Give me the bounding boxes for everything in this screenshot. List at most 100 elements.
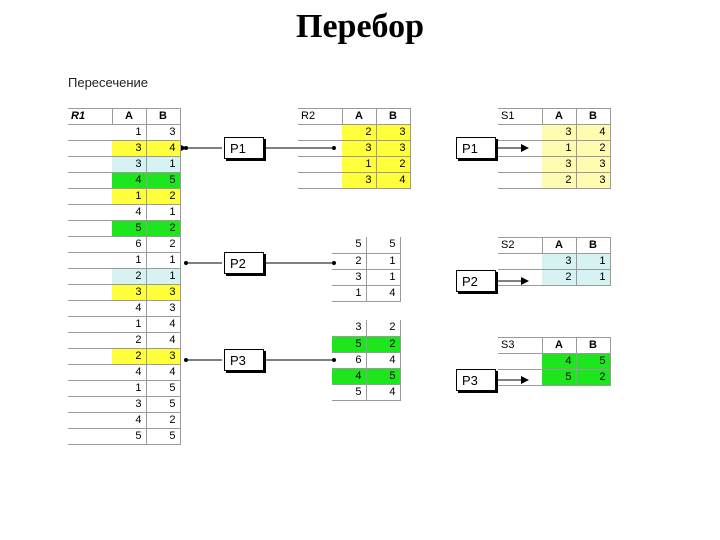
column-header-a: A	[542, 337, 577, 354]
row-spacer-cell	[498, 369, 542, 386]
cell-b: 2	[146, 236, 181, 253]
row-spacer-cell	[298, 172, 342, 189]
cell-a: 3	[112, 156, 147, 173]
row-spacer-cell	[68, 124, 112, 141]
result-p3-box: P3	[456, 369, 496, 391]
cell-b: 5	[576, 353, 611, 370]
cell-b: 5	[146, 396, 181, 413]
row-spacer-cell	[68, 364, 112, 381]
cell-a: 3	[342, 140, 377, 157]
cell-b: 5	[366, 368, 401, 385]
cell-a: 4	[112, 204, 147, 221]
row-spacer-cell	[298, 124, 342, 141]
cell-a: 3	[332, 320, 367, 337]
cell-b: 3	[576, 172, 611, 189]
result-p3-label: P3	[462, 373, 478, 388]
column-header-b: B	[576, 108, 611, 125]
cell-a: 3	[542, 156, 577, 173]
row-spacer-cell	[68, 252, 112, 269]
cell-a: 3	[112, 140, 147, 157]
cell-b: 4	[366, 352, 401, 369]
cell-a: 5	[112, 220, 147, 237]
cell-b: 2	[576, 369, 611, 386]
cell-a: 5	[332, 384, 367, 401]
cell-a: 3	[112, 396, 147, 413]
cell-a: 2	[332, 253, 367, 270]
column-header-a: A	[342, 108, 377, 125]
slide-title: Перебор	[296, 8, 424, 45]
column-header-a: A	[542, 108, 577, 125]
cell-b: 1	[146, 268, 181, 285]
cell-a: 4	[332, 368, 367, 385]
row-spacer-cell	[68, 220, 112, 237]
cell-b: 1	[146, 204, 181, 221]
cell-a: 1	[112, 124, 147, 141]
row-spacer-cell	[68, 172, 112, 189]
cell-b: 2	[146, 220, 181, 237]
cell-b: 1	[576, 269, 611, 286]
cell-a: 5	[112, 428, 147, 445]
cell-b: 2	[146, 188, 181, 205]
row-spacer-cell	[498, 172, 542, 189]
cell-a: 4	[112, 172, 147, 189]
row-spacer-cell	[498, 353, 542, 370]
process-p2-label: P2	[230, 256, 246, 271]
cell-a: 3	[542, 124, 577, 141]
table-name-cell: S2	[498, 237, 543, 254]
row-spacer-cell	[68, 204, 112, 221]
cell-b: 3	[146, 124, 181, 141]
row-spacer-cell	[68, 156, 112, 173]
column-header-b: B	[146, 108, 181, 125]
result-p2-label: P2	[462, 274, 478, 289]
process-p2-box: P2	[224, 252, 264, 274]
cell-a: 6	[112, 236, 147, 253]
cell-a: 4	[112, 412, 147, 429]
row-spacer-cell	[68, 380, 112, 397]
cell-b: 4	[376, 172, 411, 189]
cell-a: 3	[542, 253, 577, 270]
cell-a: 2	[112, 348, 147, 365]
process-p3-label: P3	[230, 353, 246, 368]
cell-a: 2	[542, 269, 577, 286]
row-spacer-cell	[68, 188, 112, 205]
cell-a: 1	[112, 380, 147, 397]
slide-subtitle: Пересечение	[68, 75, 149, 90]
cell-b: 3	[146, 300, 181, 317]
cell-a: 4	[112, 300, 147, 317]
table-name-cell: R1	[68, 108, 113, 125]
cell-a: 1	[112, 252, 147, 269]
cell-b: 3	[146, 284, 181, 301]
cell-a: 2	[542, 172, 577, 189]
cell-a: 4	[112, 364, 147, 381]
cell-b: 2	[576, 140, 611, 157]
process-p1-label: P1	[230, 141, 246, 156]
row-spacer-cell	[68, 316, 112, 333]
